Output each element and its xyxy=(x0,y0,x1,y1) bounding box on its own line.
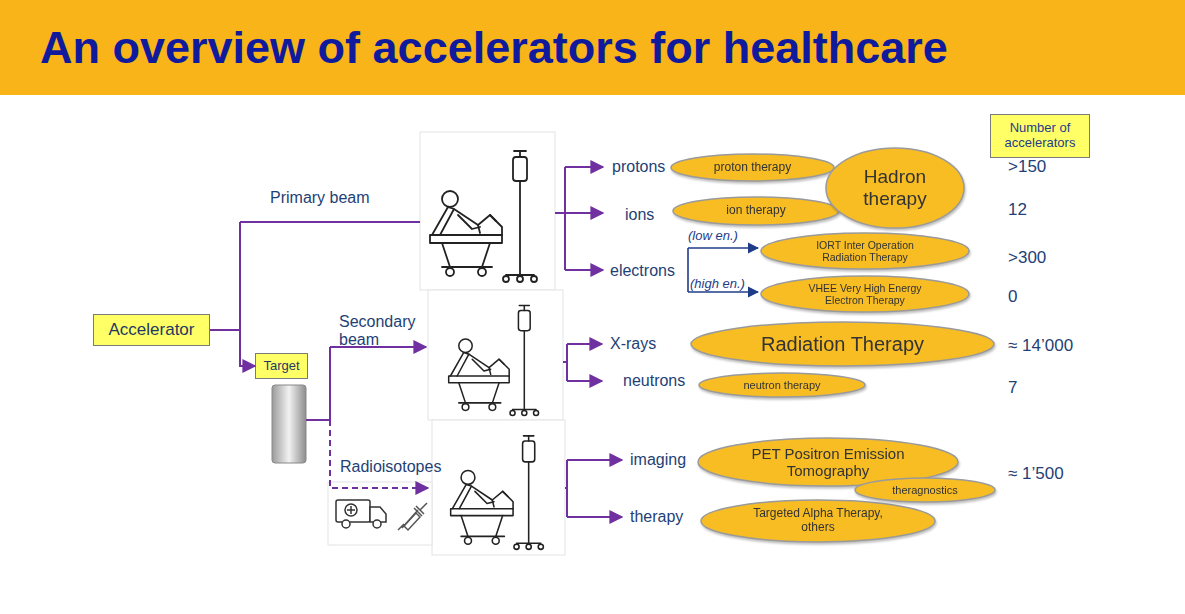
text-label: electrons xyxy=(610,262,675,280)
text-label: ions xyxy=(625,206,654,224)
node-text: PET Positron Emission Tomography xyxy=(738,445,918,480)
patient-illustration xyxy=(432,420,565,555)
therapy-ellipse: theragnostics xyxy=(854,477,996,503)
beam-line xyxy=(239,222,241,330)
therapy-ellipse: IORT Inter Operation Radiation Therapy xyxy=(760,232,970,270)
text-label: Radioisotopes xyxy=(340,458,441,476)
text-label: 0 xyxy=(1008,287,1017,307)
therapy-ellipse: Hadron therapy xyxy=(825,147,965,229)
branch-arrow xyxy=(565,212,603,214)
branch-line xyxy=(555,167,565,270)
target-illustration xyxy=(272,385,306,463)
accelerator-box: Accelerator xyxy=(93,314,210,346)
ambulance-icon xyxy=(336,500,386,528)
connector-arrow xyxy=(210,330,255,366)
patient-icon xyxy=(451,436,544,550)
syringe-icon xyxy=(398,503,427,530)
text-label: therapy xyxy=(630,508,683,526)
ellipse-fill xyxy=(761,276,969,312)
node-text: Targeted Alpha Therapy, others xyxy=(738,507,898,535)
ambulance-syringe-illustration xyxy=(328,482,432,545)
ellipse-fill xyxy=(699,373,865,397)
ellipse-fill xyxy=(761,233,969,269)
bracket-line xyxy=(687,248,689,292)
text-label: 12 xyxy=(1008,200,1027,220)
text-label: >300 xyxy=(1008,248,1046,268)
title-band: An overview of accelerators for healthca… xyxy=(0,0,1185,95)
illustration-frame xyxy=(428,290,563,420)
text-label: 7 xyxy=(1008,378,1017,398)
text-label: imaging xyxy=(630,451,686,469)
beam-line xyxy=(306,347,330,420)
branch-line xyxy=(565,460,567,517)
text-label: Secondary beam xyxy=(339,313,424,350)
therapy-ellipse: VHEE Very High Energy Electron Therapy xyxy=(760,275,970,313)
node-text: Number of accelerators xyxy=(995,121,1085,151)
dashed-arrow xyxy=(330,420,428,488)
ellipse-fill xyxy=(826,148,964,228)
branch-arrow xyxy=(567,343,602,345)
text-label: Primary beam xyxy=(270,189,370,207)
patient-illustration xyxy=(428,290,563,420)
node-text: proton therapy xyxy=(714,161,791,175)
text-label: ≈ 14’000 xyxy=(1008,336,1073,356)
branch-arrow xyxy=(565,166,603,168)
header-box: Number of accelerators xyxy=(990,114,1090,158)
energy-bracket xyxy=(688,248,758,292)
text-label: (high en.) xyxy=(690,277,745,292)
text-label: (low en.) xyxy=(688,229,738,244)
beam-lines xyxy=(240,167,622,517)
patient-illustration xyxy=(420,132,555,290)
node-text: Hadron therapy xyxy=(840,166,950,210)
therapy-ellipse: Targeted Alpha Therapy, others xyxy=(700,499,936,543)
text-label: >150 xyxy=(1008,157,1046,177)
ellipse-fill xyxy=(855,478,995,502)
branch-arrow xyxy=(567,459,622,461)
title-text: An overview of accelerators for healthca… xyxy=(40,22,948,74)
ellipse-fill xyxy=(691,322,994,366)
bracket-arrow xyxy=(688,247,758,249)
therapy-ellipse: neutron therapy xyxy=(698,372,866,398)
node-text: VHEE Very High Energy Electron Therapy xyxy=(795,282,935,306)
target-box: Target xyxy=(255,353,308,379)
bracket-arrow xyxy=(688,291,758,293)
branch-arrow xyxy=(567,380,602,382)
node-text: IORT Inter Operation Radiation Therapy xyxy=(795,239,935,263)
therapy-ellipse: ion therapy xyxy=(672,196,840,226)
ellipse-fill xyxy=(671,154,834,181)
node-text: Radiation Therapy xyxy=(761,333,924,356)
beam-line xyxy=(240,221,420,223)
branch-arrow xyxy=(565,269,603,271)
ellipse-fill xyxy=(701,500,935,542)
node-text: Accelerator xyxy=(109,320,195,340)
ellipse-fill xyxy=(673,197,839,225)
therapy-ellipse: proton therapy xyxy=(670,153,835,182)
branch-arrow xyxy=(567,516,622,518)
branch-line xyxy=(563,344,567,381)
text-label: protons xyxy=(612,158,665,176)
node-text: ion therapy xyxy=(726,204,785,218)
patient-icon xyxy=(430,151,537,282)
illustration-frame xyxy=(420,132,555,290)
patient-icon xyxy=(449,305,539,415)
node-text: theragnostics xyxy=(892,484,957,497)
text-label: ≈ 1’500 xyxy=(1008,464,1064,484)
text-label: neutrons xyxy=(623,372,685,390)
node-text: Target xyxy=(263,359,299,374)
node-text: neutron therapy xyxy=(743,379,820,392)
illustration-frame xyxy=(328,482,432,545)
text-label: X-rays xyxy=(610,335,656,353)
therapy-ellipse: Radiation Therapy xyxy=(690,321,995,367)
illustration-frame xyxy=(432,420,565,555)
